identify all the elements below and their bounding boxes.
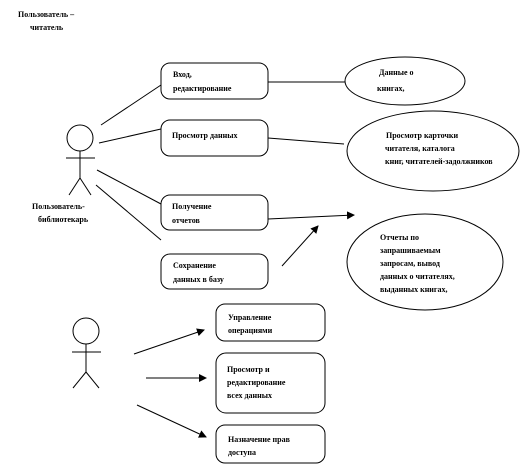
- use-case-access-rights-line1: Назначение прав: [228, 435, 291, 444]
- actor-librarian-figure: [66, 124, 95, 196]
- use-case-view-edit-all[interactable]: Просмотр и редактирование всех данных: [215, 352, 326, 414]
- result-book-data: Данные о книгах,: [344, 56, 466, 106]
- actor-reader-line2: читатель: [30, 23, 64, 32]
- use-case-view-data[interactable]: Просмотр данных: [160, 119, 269, 157]
- actor-librarian-line1: Пользователь-: [32, 202, 85, 211]
- use-case-view-edit-all-line3: всех данных: [227, 391, 272, 400]
- svg-text:Вход, редактирование: Вход, редактирование: [173, 70, 232, 93]
- use-case-ops-management-line2: операциями: [228, 326, 273, 335]
- librarian-associations: [95, 84, 162, 241]
- result-card-view-line2: читателя, каталога: [385, 144, 455, 153]
- svg-text:Просмотр и редактировани: Просмотр и редактирование всех данных: [227, 365, 287, 400]
- actor-reader-label: Пользователь – читатель: [18, 10, 76, 32]
- use-case-access-rights-line2: доступа: [228, 448, 256, 457]
- result-queries-line5: выданных книгах,: [380, 285, 448, 294]
- result-card-view: Просмотр карточки читателя, каталога кни…: [346, 110, 520, 192]
- svg-text:Получение отчетов: Получение отчетов: [172, 202, 213, 225]
- svg-text:Назначение прав доступа: Назначение прав доступа: [228, 435, 292, 457]
- actor-librarian-line2: библиотекарь: [38, 215, 89, 224]
- use-case-login-line1: Вход,: [173, 70, 192, 79]
- use-case-view-edit-all-line2: редактирование: [227, 378, 286, 387]
- actor-librarian-label: Пользователь- библиотекарь: [32, 202, 89, 224]
- svg-text:Просмотр карточки читате: Просмотр карточки читателя, каталога кни…: [385, 131, 493, 166]
- result-card-view-line3: книг, читателей-задолжников: [385, 157, 493, 166]
- admin-arrows: [133, 328, 207, 438]
- use-case-login[interactable]: Вход, редактирование: [160, 62, 269, 100]
- result-queries: Отчеты по запрашиваемым запросам, вывод …: [346, 213, 504, 311]
- use-case-reports[interactable]: Получение отчетов: [160, 194, 269, 231]
- use-case-login-line2: редактирование: [173, 84, 232, 93]
- use-case-view-edit-all-line1: Просмотр и: [227, 365, 270, 374]
- use-case-ops-management[interactable]: Управление операциями: [215, 303, 326, 342]
- actor-admin-figure: [72, 317, 101, 389]
- svg-text:Управление операциями: Управление операциями: [228, 313, 273, 335]
- result-queries-line1: Отчеты по: [380, 233, 419, 242]
- result-queries-line3: запросам, вывод: [380, 259, 440, 268]
- use-case-access-rights[interactable]: Назначение прав доступа: [215, 424, 326, 464]
- result-queries-line2: запрашиваемым: [380, 246, 441, 255]
- actor-reader-line1: Пользователь –: [18, 10, 75, 19]
- use-case-save-line2: данных в базу: [173, 275, 224, 284]
- result-book-data-line2: книгах,: [377, 84, 404, 93]
- result-connectors: [267, 81, 355, 267]
- result-card-view-line1: Просмотр карточки: [386, 131, 459, 140]
- svg-text:Отчеты по запрашиваемым: Отчеты по запрашиваемым запросам, вывод …: [380, 233, 457, 294]
- use-case-reports-line2: отчетов: [172, 216, 201, 225]
- svg-text:Сохранение данных в базу: Сохранение данных в базу: [173, 261, 224, 284]
- result-book-data-line1: Данные о: [379, 68, 414, 77]
- use-case-save[interactable]: Сохранение данных в базу: [160, 253, 269, 290]
- use-case-reports-line1: Получение: [172, 202, 212, 211]
- svg-text:Данные о книгах,: Данные о книгах,: [377, 68, 416, 93]
- use-case-save-line1: Сохранение: [173, 261, 216, 270]
- use-case-ops-management-line1: Управление: [228, 313, 272, 322]
- result-queries-line4: данных о читателях,: [380, 272, 455, 281]
- use-case-view-data-label: Просмотр данных: [172, 131, 237, 140]
